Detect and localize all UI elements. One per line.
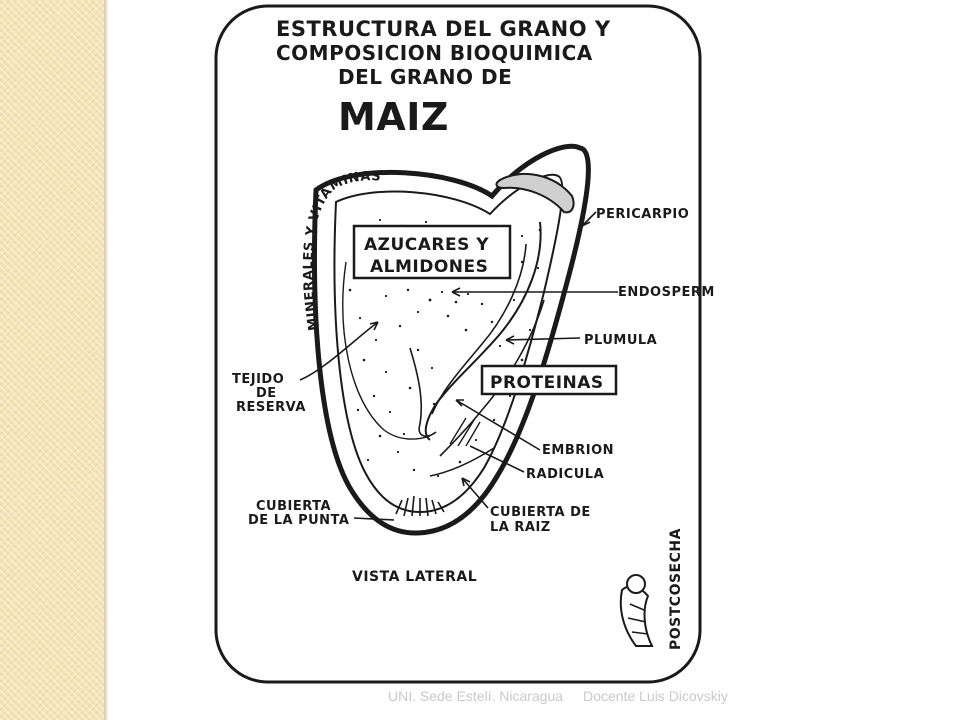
title-line-3: DEL GRANO DE bbox=[338, 65, 512, 89]
slide-footer: UNI. Sede Estelí. Nicaragua Docente Luis … bbox=[388, 688, 808, 710]
embryo-inner-curve bbox=[431, 243, 527, 415]
logo-text: POSTCOSECHA bbox=[668, 528, 684, 650]
footer-author: Docente Luis Dicovskiy bbox=[583, 688, 728, 704]
label-root-cap-line-2: LA RAIZ bbox=[490, 520, 551, 535]
title-line-1: ESTRUCTURA DEL GRANO Y bbox=[276, 17, 611, 41]
plumule-curve bbox=[439, 299, 545, 457]
radicle-hatching bbox=[449, 417, 481, 447]
label-reserve-line-1: TEJIDO bbox=[232, 372, 284, 387]
maize-grain-diagram: ESTRUCTURA DEL GRANO Y COMPOSICION BIOQU… bbox=[214, 4, 714, 684]
box-proteins-label: PROTEINAS bbox=[490, 373, 604, 393]
box-sugars-line-2: ALMIDONES bbox=[370, 257, 488, 277]
label-root-cap-line-1: CUBIERTA DE bbox=[490, 505, 591, 520]
box-proteins bbox=[480, 364, 618, 396]
tip-cap-tufts bbox=[395, 495, 445, 517]
label-reserve-line-3: RESERVA bbox=[236, 400, 306, 415]
box-sugars-starches bbox=[352, 224, 512, 280]
box-sugars-line-1: AZUCARES Y bbox=[364, 235, 489, 255]
label-endosperm: ENDOSPERMA bbox=[618, 285, 714, 300]
title-subject: MAIZ bbox=[338, 95, 449, 139]
label-plumule: PLUMULA bbox=[584, 333, 657, 348]
label-tip-cap-line-1: CUBIERTA bbox=[256, 499, 331, 514]
label-tip-cap-line-2: DE LA PUNTA bbox=[248, 513, 349, 528]
footer-institution: UNI. Sede Estelí. Nicaragua bbox=[388, 688, 564, 704]
label-embryo: EMBRION bbox=[542, 443, 614, 458]
leader-lines bbox=[299, 211, 618, 521]
embryo-outer-curve bbox=[424, 221, 542, 441]
logo-pattern-icon bbox=[627, 603, 649, 635]
radicle-line bbox=[429, 447, 495, 477]
logo-head-icon bbox=[626, 574, 646, 594]
side-band-shadow bbox=[104, 0, 109, 720]
label-reserve-line-2: DE bbox=[256, 386, 277, 401]
label-radicle: RADICULA bbox=[526, 467, 604, 482]
decorative-side-band bbox=[0, 0, 104, 720]
pericarp-crescent bbox=[495, 173, 575, 214]
label-pericarp: PERICARPIO bbox=[596, 207, 689, 222]
maize-grain-figure: ESTRUCTURA DEL GRANO Y COMPOSICION BIOQU… bbox=[204, 0, 714, 690]
reserve-tissue-curve bbox=[409, 347, 437, 437]
label-lateral-view: VISTA LATERAL bbox=[352, 569, 477, 585]
reserve-outline bbox=[342, 261, 431, 440]
title-line-2: COMPOSICION BIOQUIMICA bbox=[276, 41, 593, 65]
postcosecha-logo: POSTCOSECHA bbox=[619, 528, 684, 650]
